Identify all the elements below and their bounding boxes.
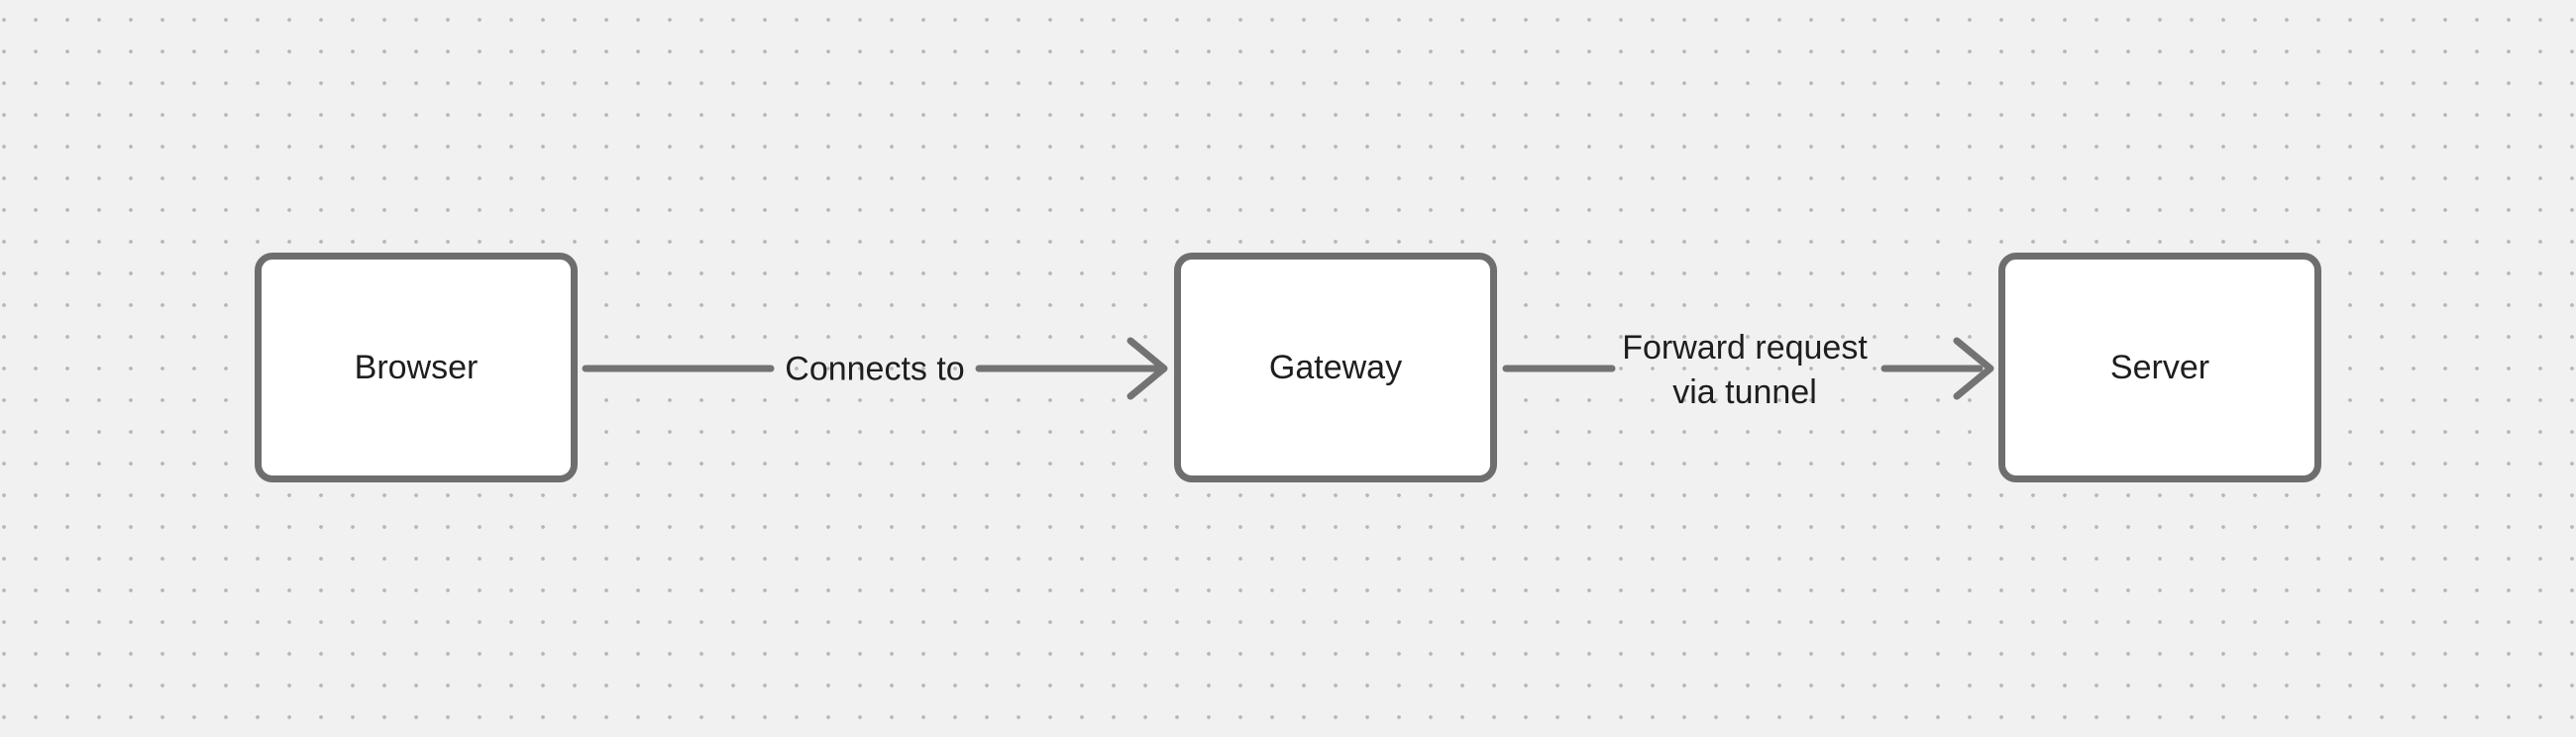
- node-server[interactable]: Server: [1998, 253, 2321, 482]
- node-gateway-label: Gateway: [1268, 348, 1403, 386]
- edge-label-forward-request-line-2: via tunnel: [1672, 373, 1817, 411]
- edge-label-connects-to-text: Connects to: [785, 350, 965, 388]
- edge-label-forward-request-line-1: Forward request: [1622, 329, 1868, 367]
- edge-gateway-server[interactable]: [1502, 337, 1994, 400]
- arrowhead-right-icon: [1127, 337, 1168, 400]
- node-gateway[interactable]: Gateway: [1174, 253, 1497, 482]
- arrowhead-right-icon: [1953, 337, 1994, 400]
- edge-label-forward-request-via-tunnel[interactable]: Forward request via tunnel: [1622, 326, 1868, 415]
- edge-browser-gateway[interactable]: [582, 337, 1168, 400]
- node-browser-label: Browser: [354, 348, 479, 386]
- edge-label-connects-to[interactable]: Connects to: [785, 348, 964, 392]
- node-server-label: Server: [2109, 348, 2210, 386]
- node-browser[interactable]: Browser: [255, 253, 578, 482]
